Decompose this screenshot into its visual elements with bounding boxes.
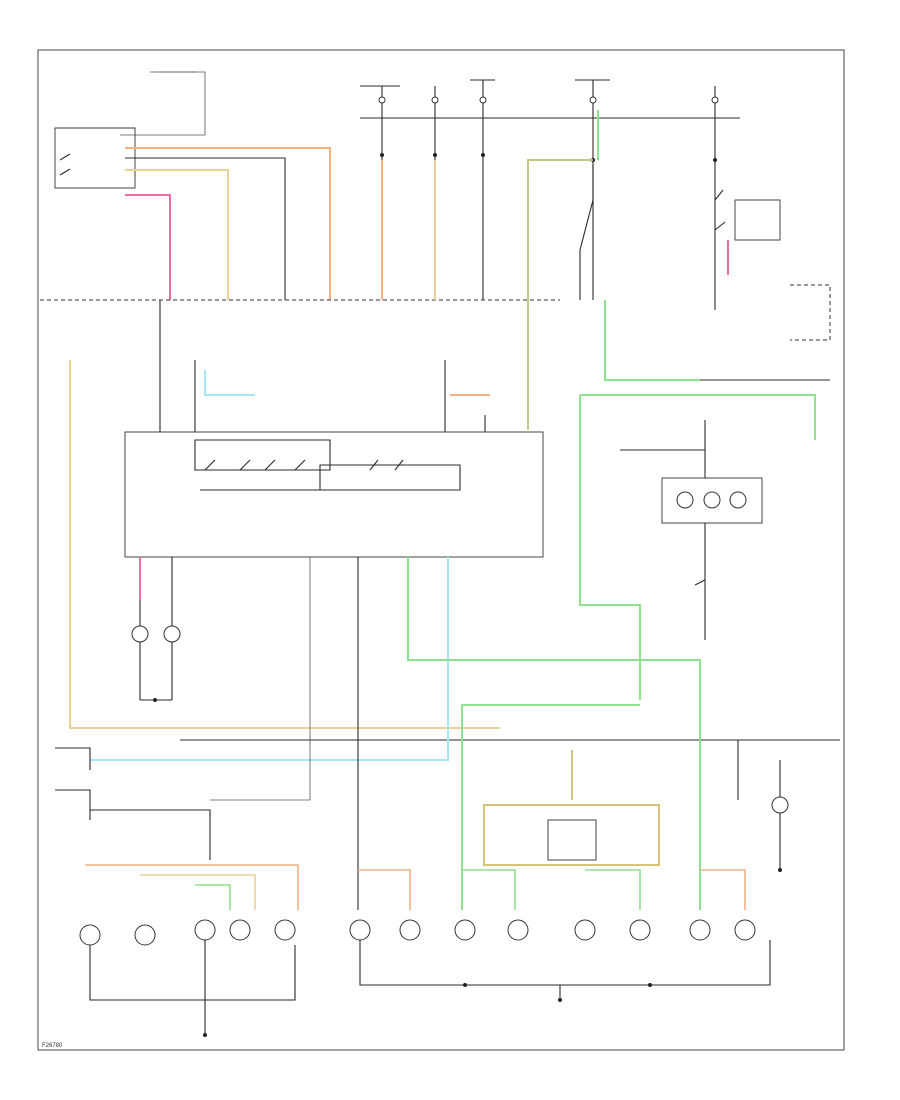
lower-right-lamps	[349, 750, 771, 1002]
turn-contacts-frame	[319, 464, 461, 491]
connector-c3	[90, 809, 211, 860]
orange-wire	[125, 147, 331, 300]
hazard-lamp-group	[620, 420, 763, 640]
orange-lamp-bus	[85, 864, 299, 910]
lamp-icon	[229, 919, 251, 941]
green-left-bus	[461, 704, 640, 910]
connector-c2	[55, 789, 91, 820]
right-front-lamp-icon	[163, 625, 181, 643]
green-flasher	[604, 300, 700, 381]
connector-c1	[55, 747, 91, 770]
ground-node	[558, 998, 562, 1002]
node	[463, 983, 467, 987]
multifunction-switch-group	[124, 300, 544, 558]
fuse-1-icon	[378, 96, 386, 104]
tan-lamp-bus	[140, 874, 256, 910]
tan-long-bus	[69, 360, 500, 729]
lamp-icon	[399, 919, 421, 941]
switch-contact	[59, 168, 71, 176]
diagram-code-label: F26780	[42, 1043, 63, 1049]
far-right-lamps	[737, 740, 789, 872]
lamp-icon	[134, 924, 156, 946]
lower-left-lamps	[79, 864, 299, 1037]
hazard-lamp-icon	[703, 491, 721, 509]
lamp-icon	[507, 919, 529, 941]
green-lamp-stub	[195, 884, 231, 910]
hazard-lamp-icon	[729, 491, 747, 509]
hazard-lamp-icon	[676, 491, 694, 509]
power-feed-group	[120, 71, 740, 300]
switch-contacts-frame	[194, 439, 331, 471]
lamp-icon	[629, 919, 651, 941]
turn-relay-box	[734, 199, 781, 241]
flasher-branch	[579, 165, 594, 300]
fuse-5-icon	[711, 96, 719, 104]
orange-right-bus	[700, 869, 746, 910]
green-right-drop	[579, 395, 641, 700]
node	[648, 983, 652, 987]
lamp-icon	[574, 919, 596, 941]
light-blue-stub	[204, 370, 255, 396]
fuse-2-icon	[431, 96, 439, 104]
ground-node	[778, 868, 782, 872]
lamp-icon	[79, 924, 101, 946]
olive-wire	[527, 159, 593, 430]
lamp-icon	[274, 919, 296, 941]
lamp-icon	[734, 919, 756, 941]
relay-module-box	[547, 819, 597, 861]
lamp-icon	[689, 919, 711, 941]
hot-feed-wire	[120, 71, 206, 136]
left-front-lamp-icon	[131, 625, 149, 643]
switch-blades	[204, 459, 306, 471]
turn-blades	[369, 459, 404, 471]
diagram-frame	[37, 49, 845, 1051]
lamp-icon	[454, 919, 476, 941]
fuse-3-icon	[479, 96, 487, 104]
flasher-group	[527, 110, 831, 700]
gold-bus-box	[483, 804, 660, 866]
license-lamp-icon	[771, 796, 789, 814]
thin-drop	[210, 557, 311, 801]
fuse-4-icon	[589, 96, 597, 104]
tan-wire	[125, 169, 229, 300]
node	[481, 153, 485, 157]
green-mid-bus	[407, 557, 701, 910]
green-right-bus	[585, 869, 641, 910]
lower-left-ground	[89, 945, 296, 1001]
left-connectors	[55, 747, 211, 860]
ground-node	[203, 1033, 207, 1037]
headlight-switch-group	[54, 127, 331, 300]
green-center-bus	[462, 869, 516, 910]
relay-contacts	[714, 189, 726, 231]
orange-center-bus	[358, 869, 411, 910]
hazard-indicator-box	[661, 477, 763, 524]
front-turn-lamps	[131, 557, 181, 702]
node	[433, 153, 437, 157]
node	[380, 153, 384, 157]
lamp-icon	[194, 919, 216, 941]
lamp-icon	[349, 919, 371, 941]
light-blue-long-bus	[90, 557, 449, 761]
headlight-switch-box	[54, 127, 136, 189]
switch-contact	[59, 153, 71, 161]
node	[713, 158, 717, 162]
switch-out-wire	[125, 157, 286, 300]
hazard-switch	[694, 579, 706, 586]
pink-wire	[125, 194, 171, 300]
multifunction-switch-box	[124, 431, 544, 558]
green-upper-bus	[580, 394, 816, 440]
lower-right-ground	[359, 940, 771, 986]
relay-dashed-box	[790, 284, 831, 341]
